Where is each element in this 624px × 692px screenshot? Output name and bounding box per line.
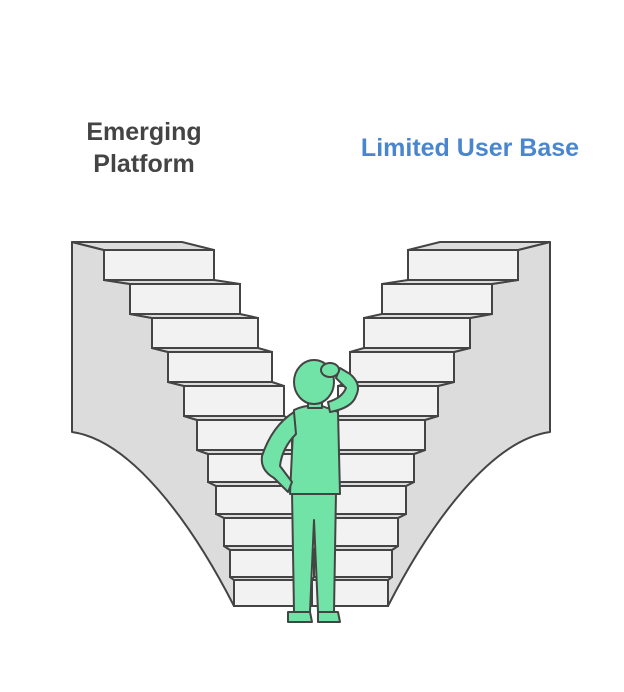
left-stair-step	[129, 283, 241, 315]
left-stair-step	[183, 385, 285, 417]
left-stair-step	[151, 317, 259, 349]
right-stair-step	[363, 317, 471, 349]
right-staircase	[311, 241, 551, 607]
emerging-platform-label: Emerging Platform	[86, 118, 202, 178]
thinking-person-icon	[260, 359, 359, 623]
right-stair-step	[349, 351, 455, 383]
person-torso	[289, 404, 341, 495]
left-staircase	[71, 241, 311, 607]
right-stair-step	[407, 249, 519, 281]
right-stair-step	[381, 283, 493, 315]
right-stair-step	[329, 419, 426, 451]
person-left-arm	[260, 411, 297, 493]
person-right-hand	[320, 362, 340, 378]
person-right-arm	[327, 367, 359, 413]
person-left-shoe	[287, 611, 313, 623]
left-stair-step	[103, 249, 215, 281]
limited-user-base-label: Limited User Base	[360, 134, 580, 162]
left-stair-step	[167, 351, 273, 383]
person-right-shoe	[317, 611, 341, 623]
